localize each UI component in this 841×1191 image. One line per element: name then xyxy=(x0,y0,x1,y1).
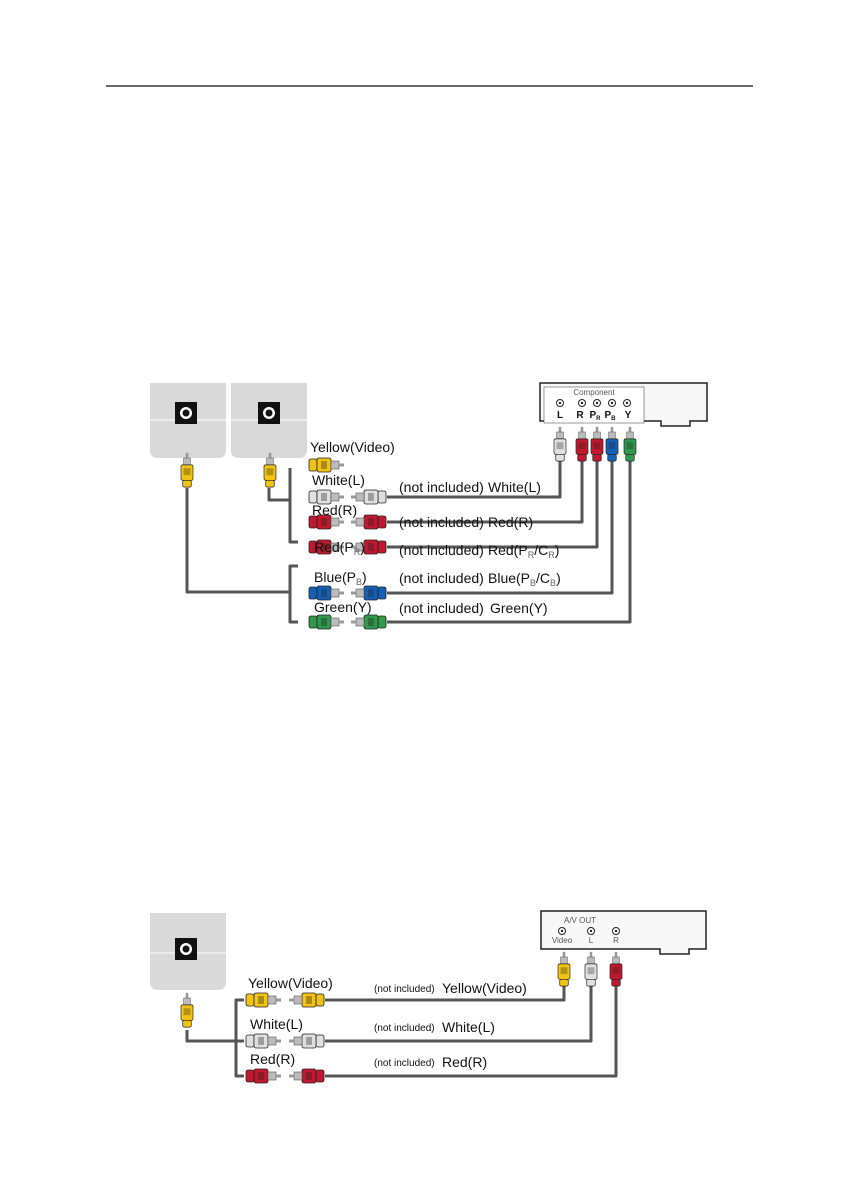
cables xyxy=(185,438,632,624)
av-out-group-label: A/V OUT xyxy=(564,916,596,925)
not-included-label: (not included) xyxy=(374,1023,435,1034)
device-green-plug xyxy=(623,426,637,462)
right-label-blue-pb-cb: Blue(PB/CB) xyxy=(488,570,561,588)
right-label-white: White(L) xyxy=(488,479,541,495)
jack-label-y: Y xyxy=(625,410,632,421)
yellow-plug xyxy=(308,457,345,473)
tv-input-panel-2 xyxy=(231,383,307,458)
red-plug xyxy=(245,1068,282,1084)
not-included-label: (not included) xyxy=(399,542,484,558)
not-included-label: (not included) xyxy=(399,600,484,616)
jack-label-l: L xyxy=(557,410,563,421)
jack-label-pr: PR xyxy=(589,410,601,422)
yellow-plug xyxy=(245,992,282,1008)
left-label-red: Red(R) xyxy=(250,1051,295,1067)
cable-panel1 xyxy=(185,488,298,594)
right-label-red: Red(R) xyxy=(442,1054,487,1070)
tv-input-panel-1 xyxy=(150,383,226,458)
panel3-yellow-plug xyxy=(180,992,194,1028)
device-white-plug xyxy=(584,951,598,987)
green-plug xyxy=(308,614,345,630)
device-white-plug xyxy=(553,426,567,462)
av-cables xyxy=(185,985,618,1078)
cable-blue xyxy=(387,438,614,595)
av-connection-diagram: A/V OUT Video L R Yellow(Video) White(L)… xyxy=(150,910,707,1084)
cable-red-pr xyxy=(387,438,599,549)
jack-label-r: R xyxy=(576,410,584,421)
device-red-plug xyxy=(575,426,589,462)
tv-input-panel-3 xyxy=(150,913,226,990)
cable-left xyxy=(325,985,593,1043)
left-label-yellow: Yellow(Video) xyxy=(310,439,395,455)
right-label-yellow: Yellow(Video) xyxy=(442,980,527,996)
blue-plug xyxy=(308,585,345,601)
jack-label-l: L xyxy=(589,936,594,945)
component-jacks xyxy=(556,399,631,407)
not-included-label: (not included) xyxy=(399,514,484,530)
white-plug xyxy=(245,1033,282,1049)
device-blue-plug xyxy=(605,426,619,462)
not-included-label: (not included) xyxy=(374,984,435,995)
left-label-blue: Blue(PB) xyxy=(314,569,367,587)
cable-panel2 xyxy=(267,488,298,544)
left-label-red: Red(R) xyxy=(312,502,357,518)
left-label-green: Green(Y) xyxy=(314,599,372,615)
component-connection-diagram: Component L R PR PB Y Yellow(Video) Whit… xyxy=(150,382,708,630)
cable-green xyxy=(387,438,632,624)
right-label-red: Red(R) xyxy=(488,514,533,530)
not-included-label: (not included) xyxy=(399,570,484,586)
left-label-white: White(L) xyxy=(250,1016,303,1032)
component-group-label: Component xyxy=(573,388,615,397)
cable-right xyxy=(325,985,618,1078)
jack-label-video: Video xyxy=(552,936,573,945)
not-included-label: (not included) xyxy=(374,1058,435,1069)
av-source-device: A/V OUT Video L R xyxy=(540,910,707,955)
cable-red xyxy=(387,438,584,524)
left-label-red-pr: Red(PR) xyxy=(314,539,365,557)
jack-label-r: R xyxy=(613,936,619,945)
right-label-red-pr-cr: Red(PR/CR) xyxy=(488,542,559,560)
right-label-green: Green(Y) xyxy=(490,600,548,616)
right-label-white: White(L) xyxy=(442,1019,495,1035)
device-red-plug xyxy=(609,951,623,987)
device-yellow-plug xyxy=(557,951,571,987)
av-left-plug-pairs xyxy=(245,992,325,1084)
jack-label-pb: PB xyxy=(604,410,616,422)
left-label-yellow: Yellow(Video) xyxy=(248,975,333,991)
component-source-device: Component L R PR PB Y xyxy=(539,382,708,427)
left-label-white: White(L) xyxy=(312,472,365,488)
not-included-label: (not included) xyxy=(399,479,484,495)
cable-video xyxy=(325,985,566,1002)
device-red-pr-plug xyxy=(590,426,604,462)
